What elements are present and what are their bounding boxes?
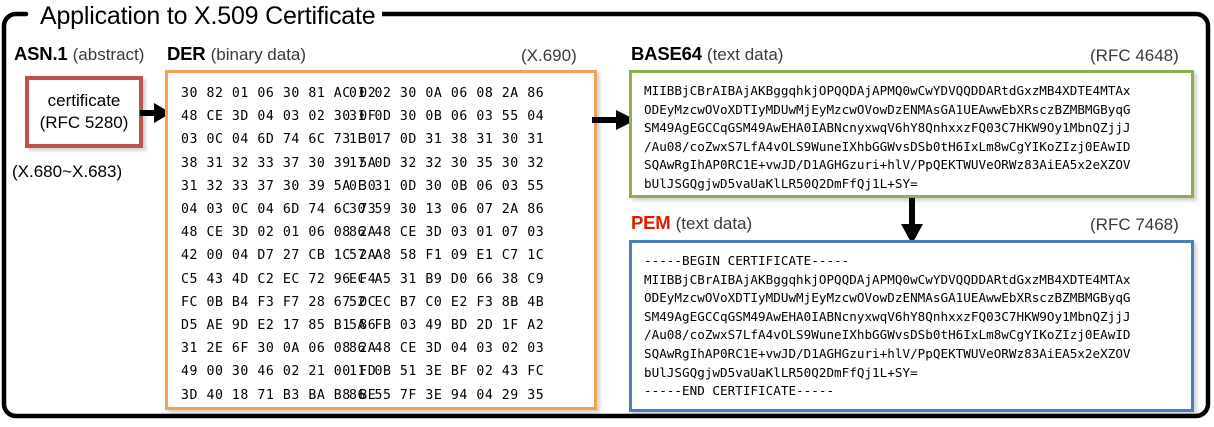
- hex-half-right: 30 59 30 13 06 07 2A 86: [349, 202, 545, 218]
- pem-text: -----BEGIN CERTIFICATE----- MIIBBjCBrAIBA…: [632, 243, 1191, 401]
- base64-label: BASE64: [631, 43, 702, 64]
- base64-line: SQAwRgIhAP0RC1E+vwJD/D1AGHGzuri+hlV/PpQE…: [644, 157, 1131, 173]
- hex-half-right: 11 0B 51 3E BF 02 43 FC: [349, 364, 545, 380]
- hex-half-left: 03 0C 04 6D 74 6C 73 30: [181, 132, 377, 148]
- der-label: DER: [167, 43, 206, 64]
- pem-text-box[interactable]: -----BEGIN CERTIFICATE----- MIIBBjCBrAIBA…: [629, 240, 1194, 412]
- certificate-box-title: certificate: [47, 91, 121, 110]
- pem-base64-line: ODEyMzcwOVoXDTIyMDUwMjEyMzcwOVowDzENMAsG…: [644, 290, 1131, 306]
- hex-half-right: 31 0D 30 0B 06 03 55 04: [349, 109, 545, 125]
- hex-row: 49 00 30 46 02 21 00 FD11 0B 51 3E BF 02…: [181, 360, 594, 383]
- hex-half-left: FC 0B B4 F3 F7 28 67 0C: [181, 294, 377, 310]
- asn1-label: ASN.1: [14, 43, 68, 64]
- hex-half-left: 30 82 01 06 30 81 AC 02: [181, 86, 377, 101]
- hex-half-right: 57 A8 58 F1 09 E1 C7 1C: [349, 248, 545, 264]
- pem-base64-line: /Au08/coZwxS7LfA4vOLS9WuneIXhbGGWvsDSb0t…: [644, 327, 1131, 343]
- hex-half-right: EC A5 31 B9 D0 66 38 C9: [349, 271, 545, 287]
- hex-half-right: 1E 17 0D 31 38 31 30 31: [349, 132, 545, 148]
- hex-half-right: 86 48 CE 3D 03 01 07 03: [349, 225, 545, 241]
- der-section-header: DER (binary data): [167, 43, 306, 66]
- base64-kind: (text data): [706, 45, 784, 64]
- hex-row: 03 0C 04 6D 74 6C 73 301E 17 0D 31 38 31…: [181, 128, 594, 151]
- base64-spec-tag: (RFC 4648): [1090, 46, 1179, 65]
- hex-half-left: 48 CE 3D 04 03 02 30 0F: [181, 109, 377, 125]
- hex-half-right: 86 48 CE 3D 04 03 02 03: [349, 341, 545, 357]
- hex-row: 48 CE 3D 02 01 06 08 2A86 48 CE 3D 03 01…: [181, 221, 594, 244]
- pem-spec-tag: (RFC 7468): [1090, 215, 1179, 234]
- hex-half-left: 38 31 32 33 37 30 39 5A: [181, 155, 377, 171]
- der-hex-box[interactable]: 30 82 01 06 30 81 AC 0201 02 30 0A 06 08…: [165, 70, 597, 410]
- hex-half-left: 48 CE 3D 02 01 06 08 2A: [181, 225, 377, 241]
- base64-text: MIIBBjCBrAIBAjAKBggqhkjOPQQDAjAPMQ0wCwYD…: [632, 73, 1191, 194]
- hex-half-right: 0F 31 0D 30 0B 06 03 55: [349, 178, 545, 194]
- hex-row: 31 32 33 37 30 39 5A 300F 31 0D 30 0B 06…: [181, 175, 594, 198]
- der-hex-dump: 30 82 01 06 30 81 AC 0201 02 30 0A 06 08…: [168, 73, 594, 408]
- hex-row: 48 CE 3D 04 03 02 30 0F31 0D 30 0B 06 03…: [181, 105, 594, 128]
- pem-base64-line: SQAwRgIhAP0RC1E+vwJD/D1AGHGzuri+hlV/PpQE…: [644, 345, 1131, 361]
- hex-half-left: 94 55 E3 91 5B 3F 37 02: [181, 407, 349, 408]
- asn1-kind: (abstract): [72, 45, 145, 64]
- base64-line: /Au08/coZwxS7LfA4vOLS9WuneIXhbGGWvsDSb0t…: [644, 138, 1131, 154]
- hex-row: 3D 40 18 71 B3 BA B8 BE86 55 7F 3E 94 04…: [181, 384, 594, 407]
- hex-row: 04 03 0C 04 6D 74 6C 7330 59 30 13 06 07…: [181, 198, 594, 221]
- asn1-standard-note: (X.680~X.683): [12, 162, 123, 181]
- base64-line: MIIBBjCBrAIBAjAKBggqhkjOPQQDAjAPMQ0wCwYD…: [644, 83, 1131, 98]
- hex-half-left: 49 00 30 46 02 21 00 FD: [181, 364, 377, 380]
- hex-half-right: 52 EC B7 C0 E2 F3 8B 4B: [349, 294, 545, 310]
- hex-half-right: 17 0D 32 32 30 35 30 32: [349, 155, 545, 171]
- pem-base64-line: MIIBBjCBrAIBAjAKBggqhkjOPQQDAjAPMQ0wCwYD…: [644, 271, 1131, 287]
- base64-text-box[interactable]: MIIBBjCBrAIBAjAKBggqhkjOPQQDAjAPMQ0wCwYD…: [629, 70, 1194, 198]
- pem-label: PEM: [631, 212, 671, 233]
- hex-row: 38 31 32 33 37 30 39 5A17 0D 32 32 30 35…: [181, 152, 594, 175]
- hex-half-left: 31 2E 6F 30 0A 06 08 2A: [181, 341, 377, 357]
- hex-half-left: D5 AE 9D E2 17 85 B1 86: [181, 318, 377, 334]
- down-arrow-icon: [901, 198, 923, 244]
- base64-line: bUlJSGQgjwD5vaUaKlLR50Q2DmFfQj1L+SY=: [644, 175, 918, 191]
- pem-kind: (text data): [675, 214, 753, 233]
- pem-section-header: PEM (text data): [631, 212, 752, 235]
- pem-base64-line: bUlJSGQgjwD5vaUaKlLR50Q2DmFfQj1L+SY=: [644, 364, 918, 380]
- hex-half-left: 31 32 33 37 30 39 5A 30: [181, 178, 377, 194]
- hex-half-left: C5 43 4D C2 EC 72 96 F4: [181, 271, 377, 287]
- hex-half-left: 04 03 0C 04 6D 74 6C 73: [181, 202, 377, 218]
- pem-end-line: -----END CERTIFICATE-----: [644, 383, 835, 399]
- asn1-section-header: ASN.1 (abstract): [14, 43, 144, 66]
- certificate-box[interactable]: certificate (RFC 5280): [25, 76, 143, 148]
- hex-row: D5 AE 9D E2 17 85 B1 865A FB 03 49 BD 2D…: [181, 314, 594, 337]
- base64-section-header: BASE64 (text data): [631, 43, 783, 66]
- hex-half-right: 21 00 E7 1D 9E 5D 93 95: [349, 407, 544, 408]
- figure-title: Application to X.509 Certificate: [34, 1, 383, 31]
- hex-half-right: 5A FB 03 49 BD 2D 1F A2: [349, 318, 545, 334]
- der-kind: (binary data): [210, 45, 307, 64]
- pem-begin-line: -----BEGIN CERTIFICATE-----: [644, 253, 850, 268]
- pem-base64-line: SM49AgEGCCqGSM49AwEHA0IABNcnyxwqV6hY8Qnh…: [644, 308, 1131, 324]
- base64-line: ODEyMzcwOVoXDTIyMDUwMjEyMzcwOVowDzENMAsG…: [644, 101, 1131, 117]
- hex-row: 31 2E 6F 30 0A 06 08 2A86 48 CE 3D 04 03…: [181, 337, 594, 360]
- der-spec-tag: (X.690): [521, 46, 577, 65]
- certificate-box-rfc: (RFC 5280): [39, 113, 129, 132]
- hex-half-left: 3D 40 18 71 B3 BA B8 BE: [181, 387, 377, 403]
- hex-row: 42 00 04 D7 27 CB 1C 2A57 A8 58 F1 09 E1…: [181, 244, 594, 267]
- base64-line: SM49AgEGCCqGSM49AwEHA0IABNcnyxwqV6hY8Qnh…: [644, 120, 1131, 136]
- hex-half-right: 86 55 7F 3E 94 04 29 35: [349, 387, 545, 403]
- hex-row: C5 43 4D C2 EC 72 96 F4EC A5 31 B9 D0 66…: [181, 268, 594, 291]
- hex-half-left: 42 00 04 D7 27 CB 1C 2A: [181, 248, 377, 264]
- hex-row: 30 82 01 06 30 81 AC 0201 02 30 0A 06 08…: [181, 82, 594, 105]
- hex-row: FC 0B B4 F3 F7 28 67 0C52 EC B7 C0 E2 F3…: [181, 291, 594, 314]
- hex-half-right: 01 02 30 0A 06 08 2A 86: [349, 86, 545, 101]
